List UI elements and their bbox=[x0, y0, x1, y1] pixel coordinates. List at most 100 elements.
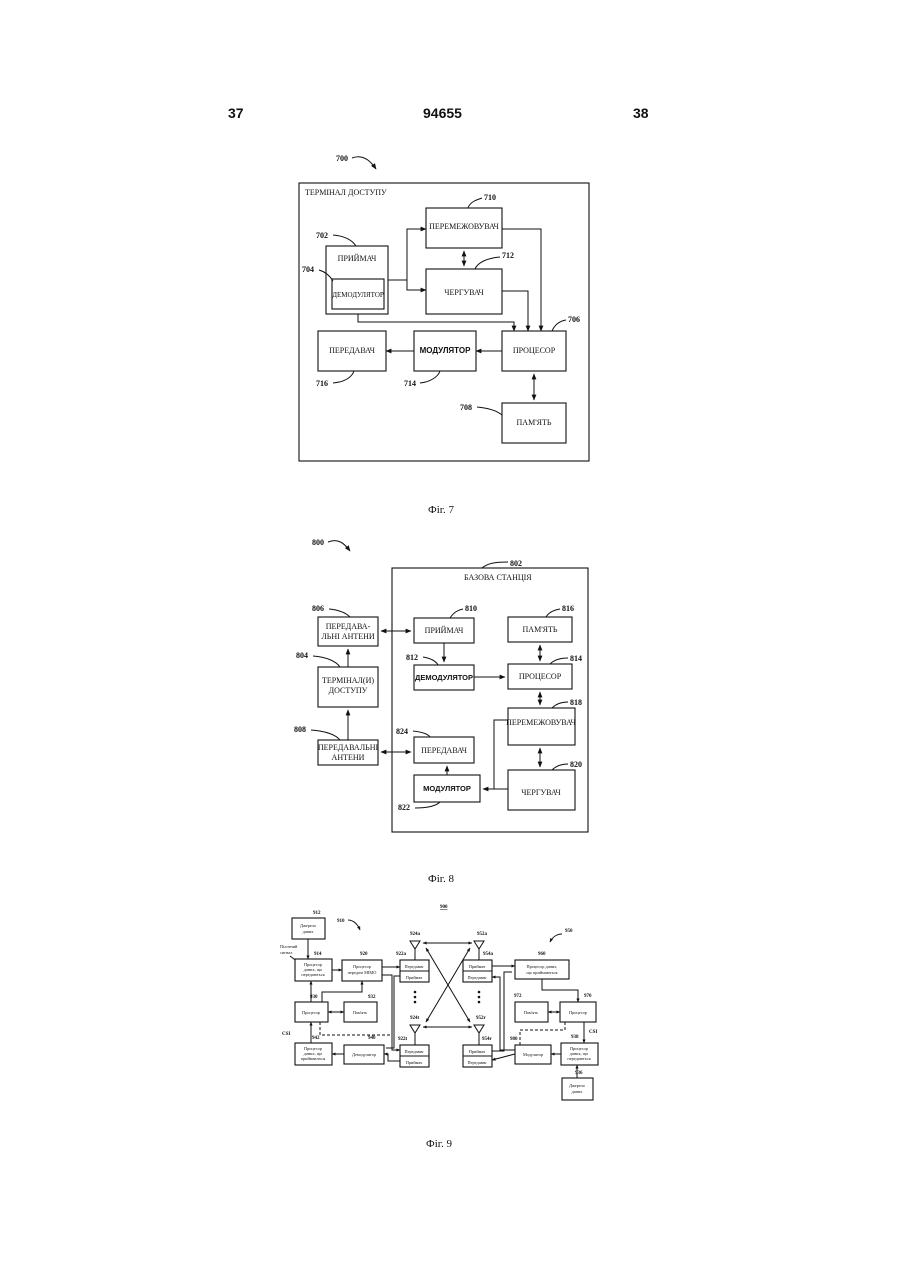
fig9-ref-954r: 954r bbox=[482, 1037, 493, 1042]
fig9-ref-900: 900 bbox=[440, 905, 448, 910]
fig8-receiver-label: ПРИЙМАЧ bbox=[425, 626, 464, 635]
figure-7: 700 ТЕРМІНАЛ ДОСТУПУ ПЕРЕМЕЖОВУВАЧ 710 П… bbox=[299, 154, 589, 461]
fig7-ref-710: 710 bbox=[484, 193, 496, 202]
fig8-memory-label: ПАМ'ЯТЬ bbox=[523, 625, 558, 634]
fig9-xcvr-bottom-right-label-1: Приймач bbox=[469, 1049, 486, 1054]
fig9-ref-932: 932 bbox=[368, 995, 376, 1000]
fig9-ref-924t: 924t bbox=[410, 1016, 420, 1021]
fig7-leader-710 bbox=[468, 198, 482, 208]
fig9-dots-right bbox=[478, 991, 481, 1004]
fig8-leader-804 bbox=[313, 656, 340, 667]
fig8-leader-812 bbox=[423, 657, 438, 665]
fig9-ref-936: 936 bbox=[575, 1071, 583, 1076]
fig9-xcvr-bottom-left-label-1: Передавач bbox=[405, 1049, 425, 1054]
fig8-ref-822: 822 bbox=[398, 803, 410, 812]
fig9-ref-972: 972 bbox=[514, 994, 522, 999]
fig9-memory-right-label: Пам'ять bbox=[524, 1010, 538, 1015]
fig7-ref-706: 706 bbox=[568, 315, 580, 324]
fig9-xcvr-bottom-right-label-2: Передавач bbox=[468, 1060, 488, 1065]
fig7-ref-700: 700 bbox=[336, 154, 348, 163]
fig9-caption: Фіг. 9 bbox=[426, 1138, 452, 1150]
fig9-xcvr-top-right-label-2: Передавач bbox=[468, 975, 488, 980]
fig9-ref-970: 970 bbox=[584, 994, 592, 999]
fig9-ref-954a: 954a bbox=[483, 952, 494, 957]
fig7-processor-label: ПРОЦЕСОР bbox=[513, 346, 556, 355]
figure-8: 800 БАЗОВА СТАНЦІЯ 802 ПЕРЕДАВА- ЛЬНІ АН… bbox=[294, 538, 588, 832]
fig9-modulator-right-label: Модулятор bbox=[523, 1052, 543, 1057]
fig8-ref-814: 814 bbox=[570, 654, 582, 663]
fig8-ref-820: 820 bbox=[570, 760, 582, 769]
fig8-terminals-label-1: ТЕРМІНАЛ(И) bbox=[322, 676, 374, 685]
fig7-ref-716: 716 bbox=[316, 379, 328, 388]
fig8-interleaver-label: ПЕРЕМЕЖОВУВАЧ bbox=[506, 718, 576, 727]
fig9-ref-922t: 922t bbox=[398, 1037, 408, 1042]
fig7-leader-708 bbox=[477, 407, 502, 415]
fig8-ref-824: 824 bbox=[396, 727, 408, 736]
fig9-rx-data-processor-right-label-2: що приймаються bbox=[526, 970, 557, 975]
fig7-ref-704: 704 bbox=[302, 265, 314, 274]
fig9-demodulator-left-label: Демодулятор bbox=[352, 1052, 376, 1057]
fig8-leader-818 bbox=[552, 702, 568, 708]
fig8-tx-antennas-top-label-2: ЛЬНІ АНТЕНИ bbox=[321, 632, 375, 641]
fig9-link-proc-mimo bbox=[322, 981, 362, 1002]
fig9-ref-960: 960 bbox=[538, 952, 546, 957]
fig8-leader-814 bbox=[550, 658, 568, 664]
fig7-link-interleaver-processor bbox=[502, 229, 541, 331]
fig9-antenna-bottom-right bbox=[474, 1025, 484, 1045]
fig8-ref-808: 808 bbox=[294, 725, 306, 734]
fig9-link-rxproc-proc bbox=[542, 979, 578, 1002]
fig7-caption: Фіг. 7 bbox=[428, 504, 454, 516]
fig7-leader-712 bbox=[475, 257, 500, 269]
fig8-leader-810 bbox=[450, 609, 463, 618]
fig8-leader-820 bbox=[552, 764, 568, 770]
fig9-pilot-label-2: сигнал bbox=[280, 950, 293, 955]
fig9-processor-right-label: Процесор bbox=[569, 1010, 587, 1015]
fig8-caption: Фіг. 8 bbox=[428, 873, 454, 885]
fig9-ref-910: 910 bbox=[337, 919, 345, 924]
fig8-transmitter-label: ПЕРЕДАВАЧ bbox=[421, 746, 467, 755]
fig7-ref-708: 708 bbox=[460, 403, 472, 412]
fig9-processor-left-label: Процесор bbox=[302, 1010, 320, 1015]
fig7-link-demodulator-processor bbox=[358, 314, 514, 331]
fig9-data-source-right-label-1: Джерело bbox=[569, 1083, 585, 1088]
fig9-antenna-top-right bbox=[474, 941, 484, 960]
fig9-link-xcvr-demod bbox=[384, 1054, 400, 1061]
fig9-xcvr-top-left-label-1: Передавач bbox=[405, 964, 425, 969]
fig7-ref-712: 712 bbox=[502, 251, 514, 260]
fig9-csi-left: CSI bbox=[282, 1032, 290, 1037]
fig9-data-source-left-label-1: Джерело bbox=[300, 923, 316, 928]
fig9-link-csi-dashed-right bbox=[520, 1022, 565, 1045]
fig9-antenna-bottom-left bbox=[410, 1025, 420, 1045]
fig9-pointer-right bbox=[550, 934, 562, 942]
fig8-terminals-label-2: ДОСТУПУ bbox=[329, 686, 368, 695]
fig9-antenna-top-left bbox=[410, 941, 420, 960]
fig7-leader-702 bbox=[333, 235, 356, 246]
fig9-link-csi-dashed bbox=[320, 1022, 390, 1035]
fig9-tx-data-processor-label-3: передаються bbox=[301, 972, 324, 977]
fig9-ref-922a: 922a bbox=[396, 952, 407, 957]
fig9-ref-940: 940 bbox=[368, 1036, 376, 1041]
fig7-demodulator-label: ДЕМОДУЛЯТОР bbox=[332, 291, 384, 299]
fig8-ref-810: 810 bbox=[465, 604, 477, 613]
fig9-ref-950: 950 bbox=[565, 929, 573, 934]
fig7-modulator-label: МОДУЛЯТОР bbox=[420, 346, 472, 355]
fig8-ref-802: 802 bbox=[510, 559, 522, 568]
fig7-leader-716 bbox=[333, 371, 354, 383]
fig9-tx-data-processor-right-label-3: передаються bbox=[567, 1056, 590, 1061]
fig9-ref-914: 914 bbox=[314, 952, 322, 957]
fig8-ref-818: 818 bbox=[570, 698, 582, 707]
fig9-xcvr-top-left-label-2: Приймач bbox=[406, 975, 423, 980]
fig9-ref-920: 920 bbox=[360, 952, 368, 957]
fig8-pointer-arrow bbox=[328, 541, 350, 551]
fig8-frame-label: БАЗОВА СТАНЦІЯ bbox=[464, 573, 532, 582]
fig7-leader-714 bbox=[420, 371, 440, 383]
fig8-processor-label: ПРОЦЕСОР bbox=[519, 672, 562, 681]
fig8-leader-806 bbox=[329, 609, 350, 617]
fig9-pointer-left bbox=[348, 920, 360, 930]
fig7-transmitter-label: ПЕРЕДАВАЧ bbox=[329, 346, 375, 355]
fig9-xcvr-top-right-label-1: Приймач bbox=[469, 964, 486, 969]
fig8-modulator-label: МОДУЛЯТОР bbox=[423, 784, 471, 793]
fig8-demodulator-label: ДЕМОДУЛЯТОР bbox=[415, 673, 473, 682]
fig9-data-source-right-label-2: даних bbox=[572, 1089, 584, 1094]
